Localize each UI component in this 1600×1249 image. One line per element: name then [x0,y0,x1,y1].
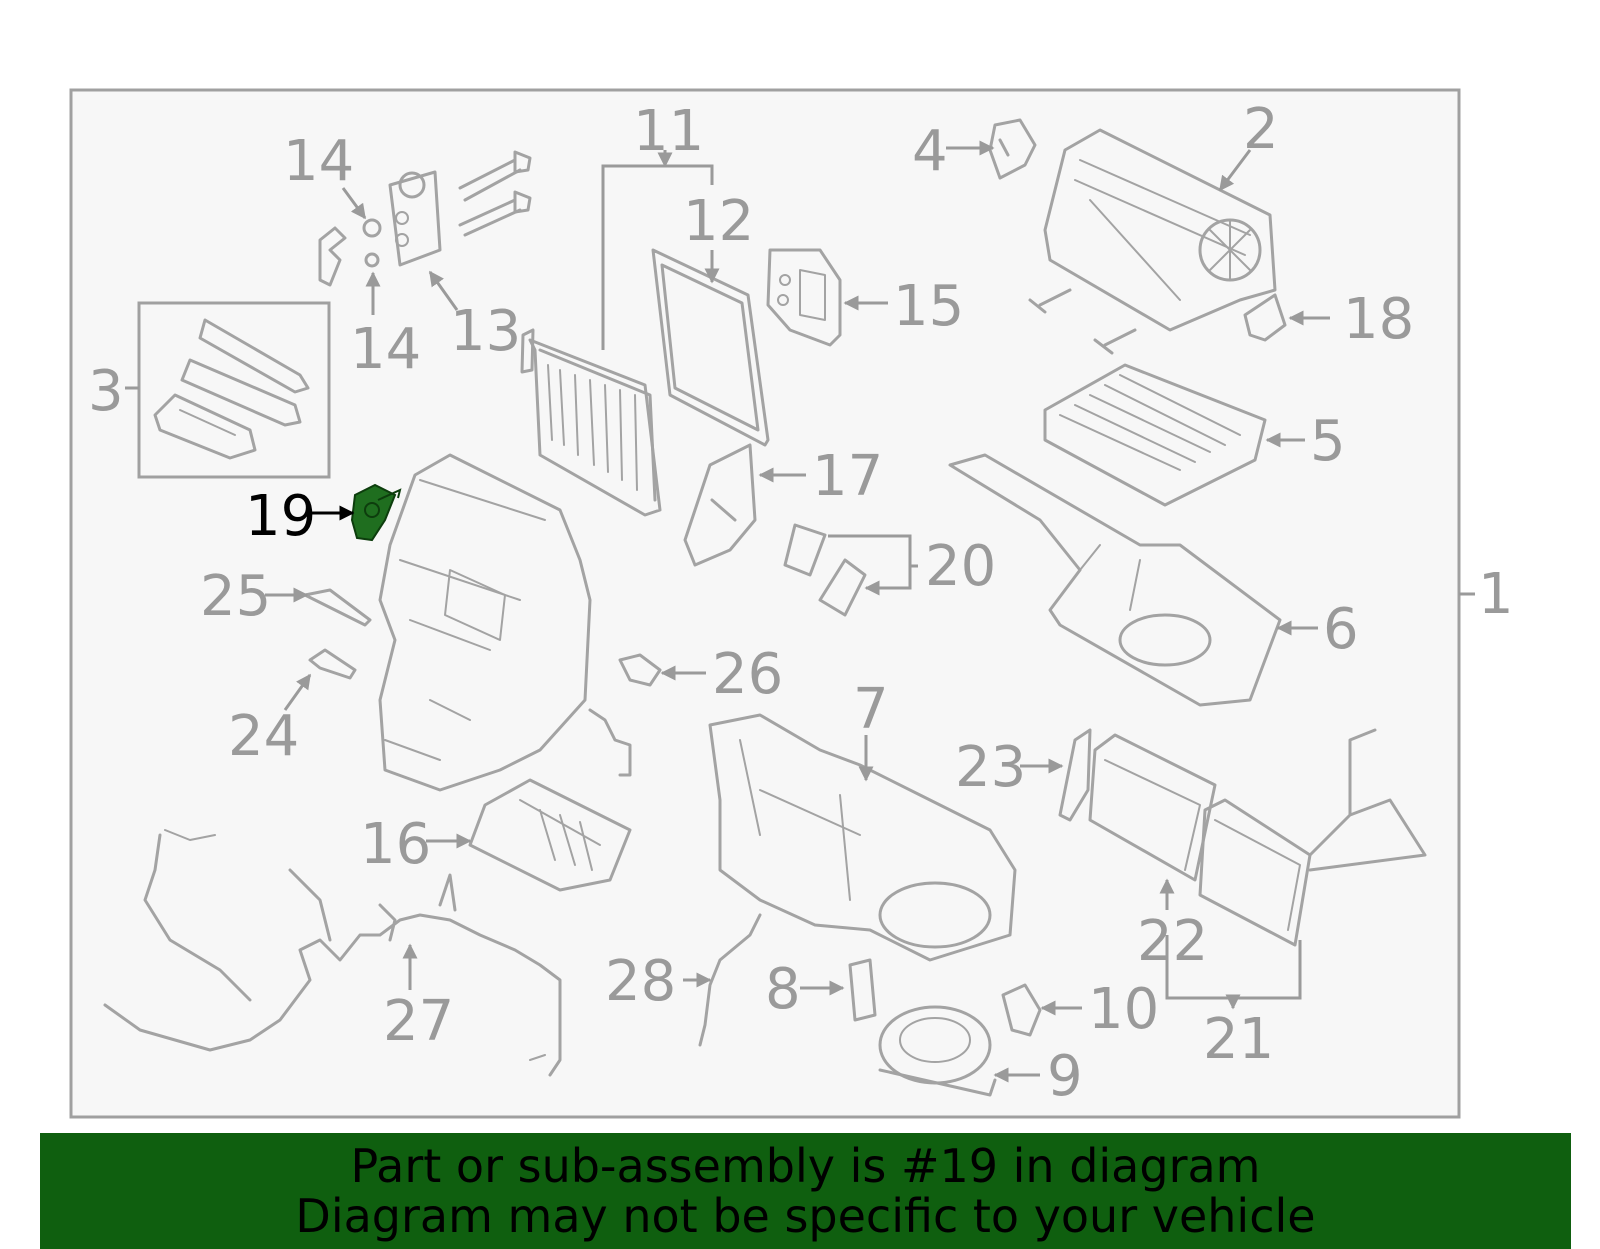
callout-28: 28 [605,949,676,1014]
resistor [848,958,877,1022]
callout-26: 26 [712,642,783,707]
wire-harness [103,833,562,1077]
highlighted-part-19 [350,483,402,542]
expansion-valve [318,150,532,287]
callout-15: 15 [893,274,964,339]
gasket-set-box [137,301,331,479]
bracket-18 [1243,293,1287,342]
door-plate [683,443,757,567]
leader-21 [1165,935,1302,1008]
callout-7: 7 [853,677,889,742]
blower-motor [878,1005,997,1097]
top-cover [1043,363,1267,507]
evaporator [520,328,662,517]
banner-line-part: Part or sub-assembly is #19 in diagram [350,1139,1261,1193]
leader-2 [1218,149,1252,192]
leader-20 [828,534,918,588]
callout-8: 8 [765,957,801,1022]
banner-line-disclaimer: Diagram may not be specific to your vehi… [295,1189,1316,1243]
callout-20: 20 [925,534,996,599]
leader-13 [428,270,459,311]
seal-plate [766,248,842,347]
callout-14-bottom: 14 [350,317,421,382]
gasket-set [153,318,310,460]
callout-19: 19 [245,484,316,549]
blower-housing [708,713,1017,962]
sensor-wire-28 [698,913,762,1047]
sensor-25 [303,588,372,627]
callout-10: 10 [1088,977,1159,1042]
info-banner: Part or sub-assembly is #19 in diagram D… [40,1133,1571,1249]
callout-23: 23 [955,735,1026,800]
heater-core-assembly [1198,728,1427,947]
callout-6: 6 [1323,597,1359,662]
callout-27: 27 [383,989,454,1054]
main-housing [378,453,592,792]
callout-21: 21 [1203,1007,1274,1072]
actuator-23 [1058,728,1092,822]
diagram-frame [69,88,1461,1119]
callout-13: 13 [450,299,521,364]
callout-3: 3 [88,359,124,424]
callout-14-top: 14 [283,129,354,194]
bracket-20a [783,523,827,577]
upper-case [1043,128,1277,332]
callout-4: 4 [912,119,948,184]
callout-24: 24 [228,704,299,769]
callout-18: 18 [1343,287,1414,352]
callout-9: 9 [1047,1044,1083,1109]
lower-tray [948,453,1282,707]
callout-12: 12 [683,189,754,254]
sensor-24 [308,648,357,680]
bracket-20b [818,558,867,617]
motor-bracket [1001,983,1042,1037]
evaporator-gasket [651,248,770,447]
callout-11: 11 [633,99,704,164]
callout-2: 2 [1243,97,1279,162]
wire-harness-ends [164,829,546,1061]
screw [1028,288,1137,355]
leader-11 [601,150,714,350]
wire-harness-small [588,708,632,777]
callout-16: 16 [360,812,431,877]
actuator-26 [618,653,662,687]
callout-22: 22 [1137,909,1208,974]
callout-1: 1 [1478,562,1514,627]
callout-17: 17 [812,444,883,509]
leader-24 [283,673,312,711]
leader-14a [341,187,367,220]
callout-5: 5 [1310,409,1346,474]
callout-25: 25 [200,564,271,629]
